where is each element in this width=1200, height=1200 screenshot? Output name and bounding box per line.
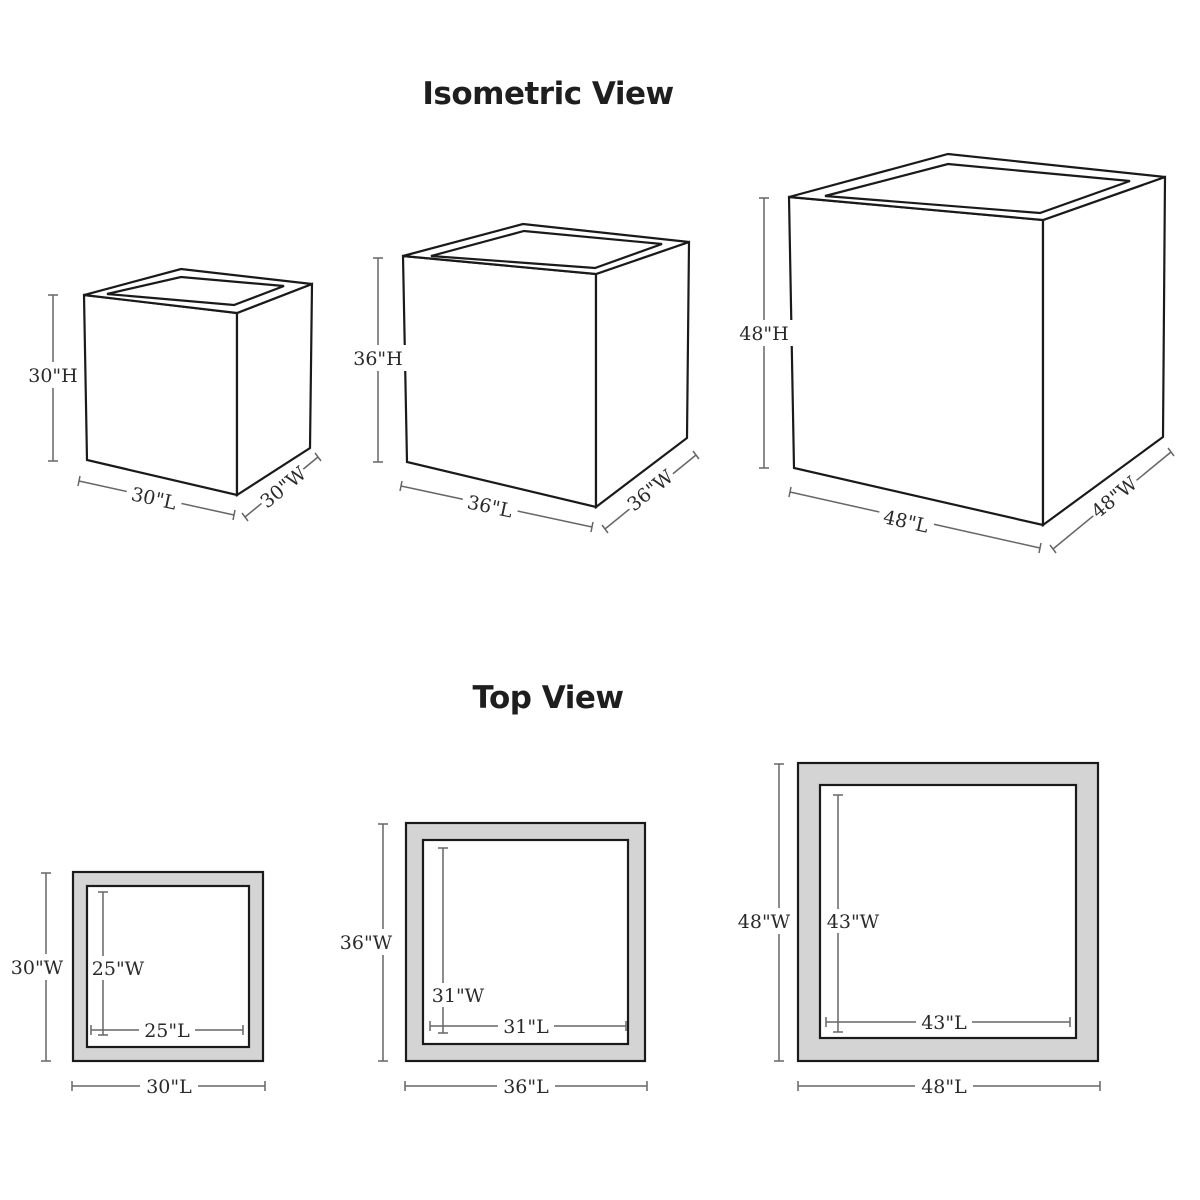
opening (824, 162, 1131, 215)
isometric-planter-48: 48"H 48"L 48"W (734, 152, 1175, 554)
height-label: 36"H (353, 348, 403, 370)
inner-length-dimension: 25"L (90, 1018, 244, 1042)
isometric-planter-36: 36"H 36"L 36"W (348, 222, 700, 534)
inner-width-label: 31"W (432, 985, 485, 1007)
top-view-planter-30: 30"W 30"L 25"W 25"L (8, 870, 266, 1098)
outer-length-dimension: 30"L (71, 1074, 266, 1098)
inner-width-dimension: 43"W (825, 794, 881, 1033)
inner-length-label: 25"L (144, 1020, 190, 1042)
outer-width-label: 48"W (738, 911, 791, 933)
front-face (401, 254, 598, 509)
outer-width-label: 36"W (340, 932, 393, 954)
outer-length-dimension: 48"L (797, 1074, 1101, 1098)
isometric-view-title: Isometric View (422, 76, 673, 112)
length-label: 36"L (465, 491, 515, 522)
top-rim (788, 152, 1166, 222)
inner-length-dimension: 43"L (825, 1010, 1071, 1034)
height-dimension: 36"H (348, 257, 408, 463)
outer-width-dimension: 30"W (8, 872, 68, 1062)
outer-length-label: 30"L (146, 1076, 192, 1098)
height-dimension: 30"H (26, 294, 80, 462)
outer-length-dimension: 36"L (404, 1074, 648, 1098)
inner-width-label: 25"W (92, 958, 145, 980)
height-label: 48"H (739, 323, 789, 345)
front-face (787, 195, 1045, 527)
outer-width-dimension: 36"W (336, 823, 398, 1062)
inner-length-label: 31"L (503, 1016, 549, 1038)
outer-length-label: 48"L (921, 1076, 967, 1098)
front-face (82, 293, 239, 497)
height-dimension: 48"H (734, 197, 794, 469)
outer-width-label: 30"W (11, 957, 64, 979)
outer-width-dimension: 48"W (734, 763, 796, 1062)
side-face (235, 282, 314, 498)
opening (106, 275, 285, 307)
inner-length-dimension: 31"L (429, 1014, 627, 1038)
top-view-planter-36: 36"W 36"L 31"W 31"L (336, 821, 648, 1098)
inner-opening (421, 838, 630, 1046)
inner-length-label: 43"L (921, 1012, 967, 1034)
length-label: 30"L (129, 483, 179, 514)
top-rim (83, 267, 313, 315)
isometric-planter-30: 30"H 30"L 30"W (26, 267, 322, 522)
opening (430, 229, 663, 270)
top-view-planter-48: 48"W 48"L 43"W 43"L (734, 761, 1101, 1098)
length-label: 48"L (881, 506, 931, 537)
outer-length-label: 36"L (503, 1076, 549, 1098)
top-rim (402, 222, 690, 276)
top-view-title: Top View (472, 680, 623, 716)
side-face (594, 240, 691, 510)
inner-width-dimension: 25"W (91, 891, 147, 1036)
height-label: 30"H (28, 365, 78, 387)
inner-width-dimension: 31"W (430, 847, 486, 1034)
inner-width-label: 43"W (827, 911, 880, 933)
